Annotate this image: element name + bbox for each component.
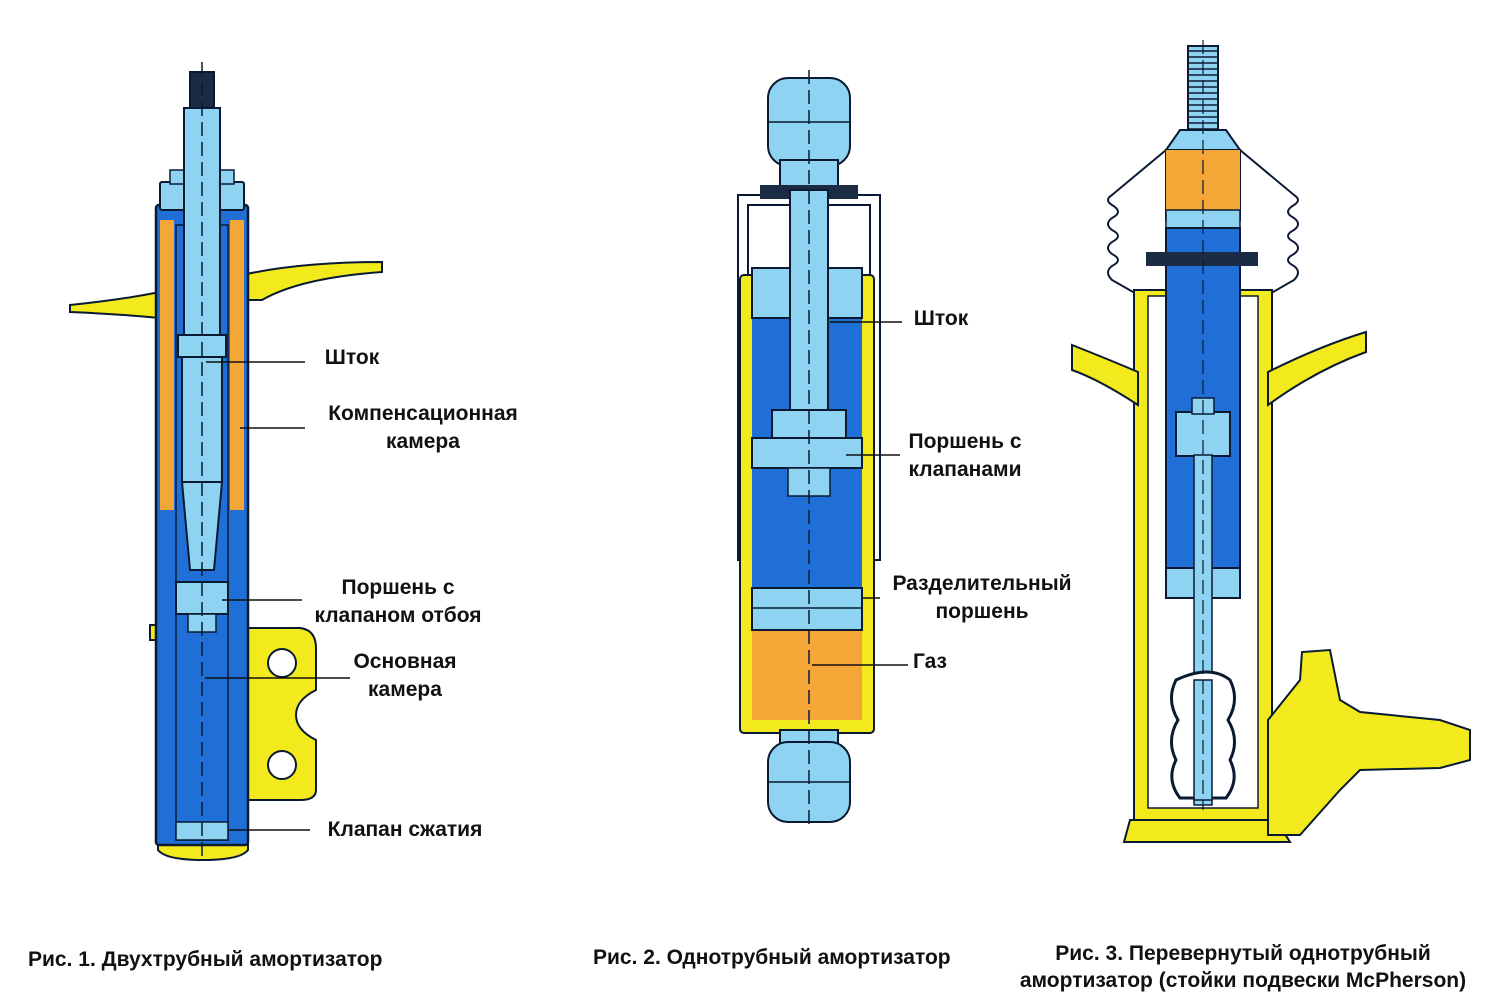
fig2-rod <box>789 189 829 421</box>
fig1-label-piston-line2: клапаном отбоя <box>314 604 482 627</box>
fig2-label-rod: Шток <box>913 307 969 330</box>
fig1-label-comp-chamber-line1: Компенсационная <box>328 402 518 425</box>
fig3-spring-seat-left <box>1071 343 1139 407</box>
fig1-bolt-hole <box>267 750 297 780</box>
fig2-piston <box>751 437 863 469</box>
fig1-label-comp-chamber-line2: камера <box>386 430 460 453</box>
fig1-label-main-chamber: Основная камера <box>340 648 470 704</box>
fig2-label-piston-line1: Поршень с <box>908 430 1022 453</box>
fig3-bellows-left <box>1107 149 1167 297</box>
fig3-bellows-right <box>1239 149 1299 297</box>
fig2-separating-piston <box>751 587 863 631</box>
fig2-label-sep-piston: Разделительный поршень <box>878 570 1086 626</box>
figure2-mono-tube-shock <box>737 70 908 830</box>
fig1-label-rod: Шток <box>324 346 380 369</box>
fig2-label-gas: Газ <box>912 650 947 673</box>
fig2-caption: Рис. 2. Однотрубный амортизатор <box>593 946 951 969</box>
figure1-twin-tube-shock <box>69 62 383 862</box>
fig1-label-comp-chamber: Компенсационная камера <box>308 400 538 456</box>
fig1-rod-lower <box>181 356 223 483</box>
figure3-inverted-mcpherson-strut <box>1071 40 1471 843</box>
fig1-spring-seat-right <box>241 260 383 301</box>
fig1-label-piston: Поршень с клапаном отбоя <box>298 574 498 630</box>
fig1-caption: Рис. 1. Двухтрубный амортизатор <box>28 948 383 971</box>
fig3-caption: Рис. 3. Перевернутый однотрубный амортиз… <box>996 940 1490 994</box>
fig3-spring-seat-right <box>1267 330 1367 407</box>
fig1-comp-chamber-left <box>160 220 174 510</box>
fig1-knuckle-bracket <box>241 627 317 801</box>
fig1-label-main-chamber-line1: Основная <box>353 650 457 673</box>
fig2-label-sep-piston-line1: Разделительный <box>892 572 1072 595</box>
fig1-bolt-hole <box>267 648 297 678</box>
fig2-label-piston-line2: клапанами <box>908 458 1022 481</box>
fig3-caption-line2: амортизатор (стойки подвески McPherson) <box>1019 969 1467 992</box>
fig3-knuckle <box>1267 648 1471 836</box>
fig3-caption-line1: Рис. 3. Перевернутый однотрубный <box>1055 942 1431 965</box>
fig3-housing-base <box>1122 819 1292 843</box>
fig3-collar <box>1146 252 1258 266</box>
fig1-label-main-chamber-line2: камера <box>368 678 442 701</box>
fig2-gas <box>752 630 862 720</box>
fig1-label-piston-line1: Поршень с <box>341 576 455 599</box>
fig1-comp-chamber-right <box>230 220 244 510</box>
fig2-label-piston: Поршень с клапанами <box>895 428 1035 484</box>
fig1-spring-seat <box>69 290 161 320</box>
fig1-label-comp-valve: Клапан сжатия <box>327 818 483 841</box>
fig2-label-sep-piston-line2: поршень <box>935 600 1029 623</box>
